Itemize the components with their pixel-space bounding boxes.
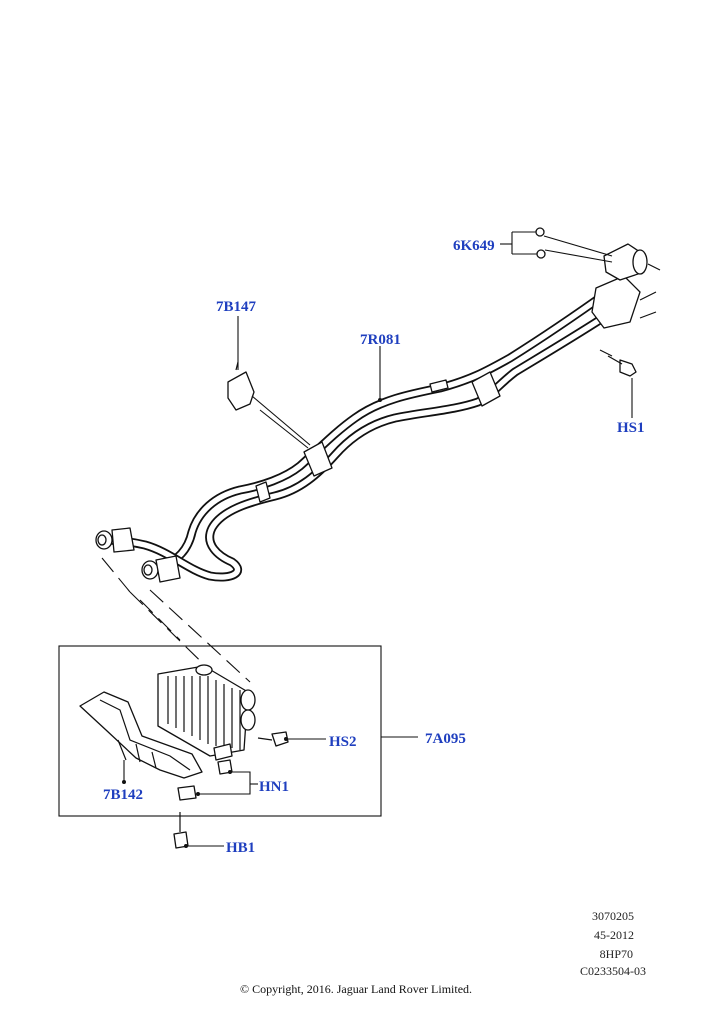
- label-7B142[interactable]: 7B142: [103, 787, 143, 803]
- clip-7B147: [227, 361, 311, 449]
- ref-line-2: 45-2012: [594, 928, 634, 942]
- cooler-pipe-assembly: [95, 243, 661, 583]
- reference-block: 3070205 45-2012 8HP70 C0233504-03: [580, 909, 646, 978]
- label-HN1[interactable]: HN1: [259, 779, 289, 795]
- o-rings-6K649: [500, 227, 613, 263]
- label-6K649[interactable]: 6K649: [453, 238, 495, 254]
- label-HS1[interactable]: HS1: [617, 420, 645, 436]
- leader-7R081-dot: [378, 398, 382, 402]
- label-7B147[interactable]: 7B147: [216, 299, 257, 315]
- label-HS2[interactable]: HS2: [329, 734, 357, 750]
- ref-line-4: C0233504-03: [580, 964, 646, 978]
- nuts-HN1: [177, 759, 258, 801]
- cooler-callout-box: [58, 645, 418, 817]
- bolt-HS1: [599, 349, 637, 377]
- ref-line-1: 3070205: [592, 909, 634, 923]
- bracket-7B142: [79, 691, 203, 784]
- label-7R081[interactable]: 7R081: [360, 332, 401, 348]
- screw-HS2: [257, 731, 326, 747]
- label-7A095[interactable]: 7A095: [425, 731, 466, 747]
- bolt-HB1: [173, 812, 224, 849]
- label-HB1[interactable]: HB1: [226, 840, 255, 856]
- cooler-7A095: [157, 664, 256, 761]
- ref-line-3: 8HP70: [600, 947, 633, 961]
- copyright-notice: © Copyright, 2016. Jaguar Land Rover Lim…: [240, 982, 472, 996]
